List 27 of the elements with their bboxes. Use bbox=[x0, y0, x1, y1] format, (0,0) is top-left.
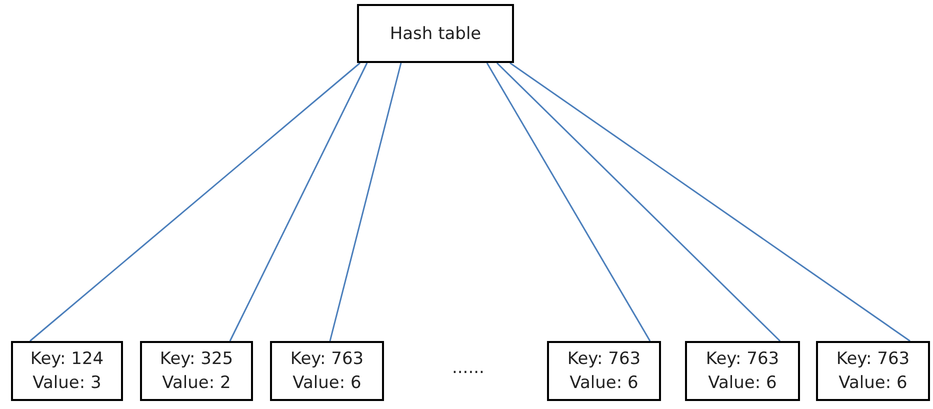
node-text: Value: 6 bbox=[570, 372, 638, 395]
node-text: Hash table bbox=[390, 22, 482, 46]
connector-line bbox=[486, 62, 651, 342]
entry-box bbox=[547, 341, 661, 401]
entry-box bbox=[270, 341, 384, 401]
node-text: Key: 763 bbox=[706, 348, 780, 371]
node-text: Key: 325 bbox=[160, 348, 234, 371]
connector-line bbox=[229, 62, 368, 342]
ellipsis-text: ...... bbox=[452, 358, 484, 378]
entry-box bbox=[11, 341, 123, 401]
entry-box bbox=[685, 341, 800, 401]
node-text: Value: 6 bbox=[838, 372, 908, 395]
node-text: Value: 3 bbox=[32, 372, 102, 395]
hash-table-box bbox=[357, 4, 514, 63]
node-text: Value: 6 bbox=[708, 372, 777, 395]
node-text: Value: 2 bbox=[162, 372, 231, 395]
connector-line bbox=[329, 62, 402, 342]
node-text: Key: 763 bbox=[836, 348, 910, 371]
node-text: Key: 763 bbox=[290, 348, 364, 371]
node-text: Value: 6 bbox=[292, 372, 362, 395]
connector-line bbox=[510, 62, 910, 342]
node-text: Key: 763 bbox=[567, 348, 641, 371]
connector-line bbox=[30, 62, 360, 342]
node-text: Key: 124 bbox=[30, 348, 104, 371]
entry-box bbox=[816, 341, 930, 401]
entry-box bbox=[140, 341, 253, 401]
connector-line bbox=[496, 62, 781, 342]
